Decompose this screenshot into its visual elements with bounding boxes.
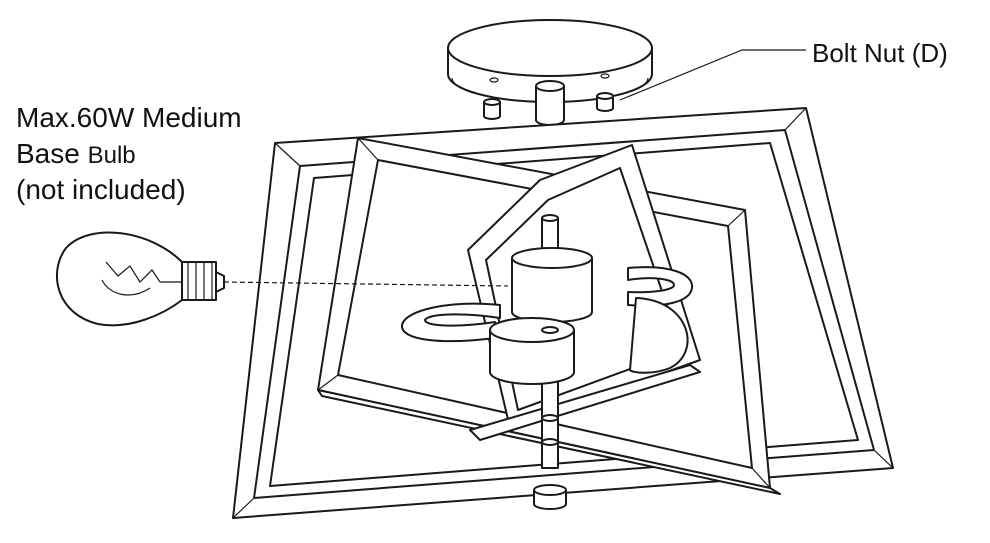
bulb-alignment-line (223, 281, 509, 287)
bulb-spec-line-2: Base Bulb (16, 140, 136, 168)
bulb-spec-line-1: Max.60W Medium (16, 102, 242, 133)
bulb-spec-bulb: Bulb (87, 142, 136, 169)
bottom-finial (533, 484, 567, 510)
socket-arms (401, 266, 694, 343)
bulb-spec-base: Base (16, 138, 88, 169)
screw-hole-left (489, 77, 499, 83)
bolt-nut-label: Bolt Nut (D) (812, 38, 948, 68)
center-stem (535, 80, 565, 126)
bolt-nut-left (483, 98, 501, 120)
screw-hole-right (600, 73, 610, 79)
rod-fitting-low (541, 438, 559, 446)
ceiling-canopy (447, 19, 653, 103)
bulb-spec-line-3: (not included) (16, 174, 186, 205)
bolt-nut-right (596, 92, 614, 112)
shade-globe-right (629, 297, 689, 374)
socket-left-upper (511, 247, 593, 323)
bolt-nut-leader-line (619, 49, 806, 101)
socket-left-lower (489, 317, 575, 385)
light-bulb-icon (56, 231, 225, 327)
rod-fitting-mid (541, 414, 559, 422)
